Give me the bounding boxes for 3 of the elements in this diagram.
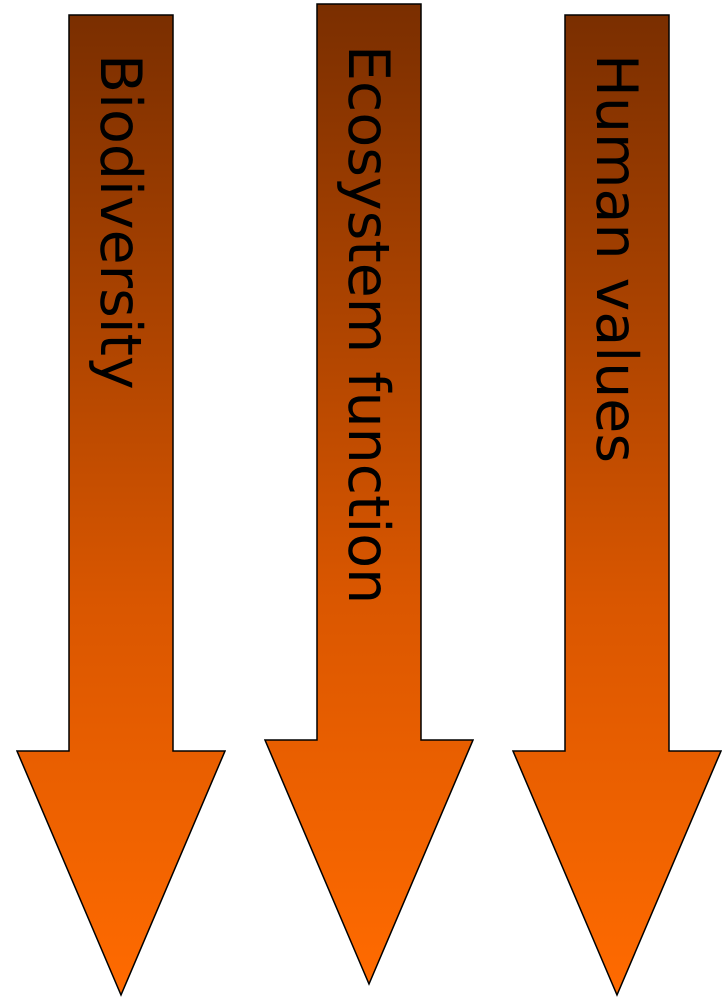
arrow-label: Biodiversity [91,54,148,390]
arrow-label: Human values [587,54,644,464]
arrow-label: Ecosystem function [339,45,396,604]
